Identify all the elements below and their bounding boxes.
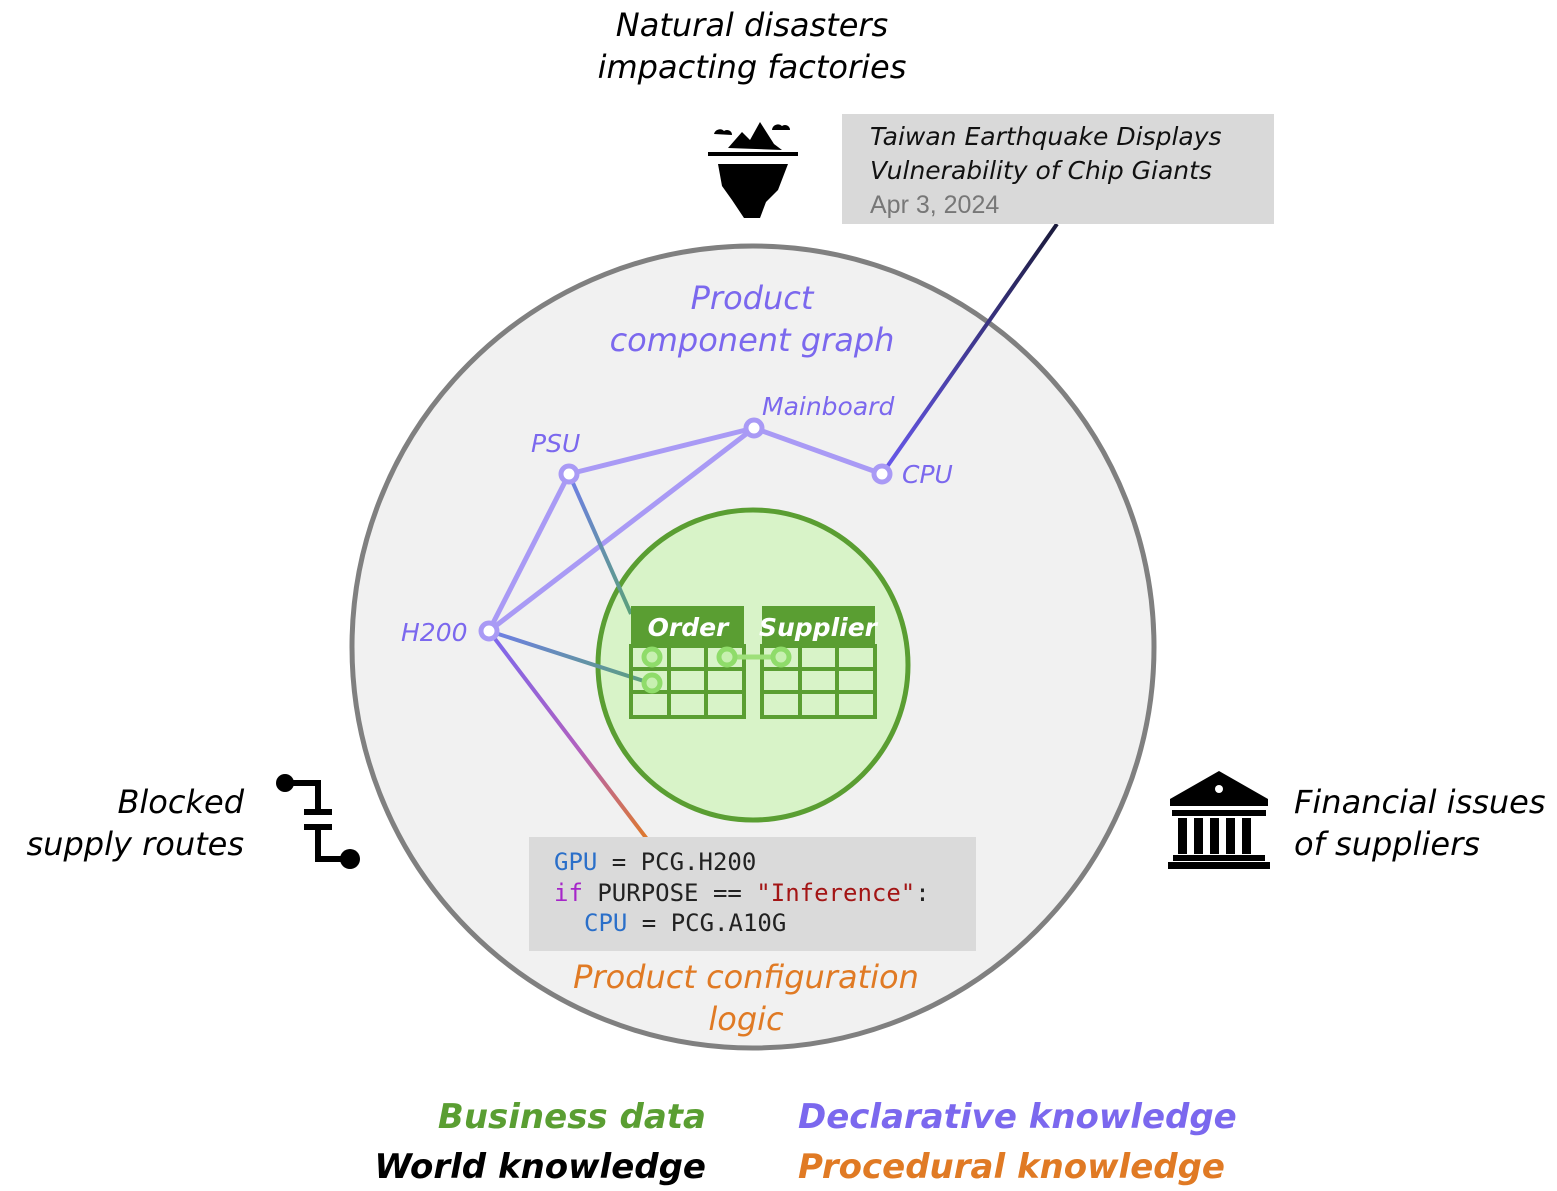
order-table-header <box>631 606 744 646</box>
left-label-line2: supply routes <box>27 825 245 863</box>
node-label-h200: H200 <box>401 618 468 647</box>
route-icon <box>276 774 360 869</box>
left-label-line1: Blocked <box>117 783 244 821</box>
node-mainboard[interactable] <box>743 417 765 439</box>
node-psu[interactable] <box>558 463 580 485</box>
graph-title-line1: Product <box>691 279 815 317</box>
node-label-psu: PSU <box>531 429 580 458</box>
edge-h200-order <box>488 629 651 685</box>
edge-h200-code <box>487 629 652 845</box>
cell-node-order-3 <box>641 672 663 694</box>
procedural-title-line1: Product configuration <box>573 958 919 996</box>
component-graph-nodes <box>478 417 893 642</box>
edge-cpu-news <box>880 222 1059 476</box>
code-line-1: GPU = PCG.H200 <box>554 848 756 876</box>
edge-psu-h200 <box>486 472 572 633</box>
news-headline-line2: Vulnerability of Chip Giants <box>870 156 1212 185</box>
order-table[interactable]: Order <box>629 606 746 719</box>
cell-node-supplier-1 <box>770 646 792 668</box>
business-data-circle <box>595 507 911 823</box>
component-graph-edges <box>486 425 883 633</box>
bank-icon <box>1168 771 1270 869</box>
legend-world: World knowledge <box>374 1147 706 1187</box>
news-box[interactable] <box>842 114 1274 224</box>
legend-business: Business data <box>438 1097 706 1137</box>
cell-node-order-2 <box>716 646 738 668</box>
order-table-grid <box>629 644 746 719</box>
code-snippet: GPU = PCG.H200 if PURPOSE == "Inference"… <box>554 848 930 937</box>
edge-mainboard-cpu <box>753 425 883 477</box>
supplier-table-title: Supplier <box>759 613 879 642</box>
procedural-title-line2: logic <box>708 1000 784 1038</box>
edge-h200-mainboard <box>487 426 756 633</box>
right-label-line1: Financial issues <box>1294 783 1546 821</box>
edge-psu-mainboard <box>568 425 755 477</box>
supplier-table-grid <box>760 644 877 719</box>
legend: Business data Declarative knowledge Worl… <box>374 1097 1236 1187</box>
cell-node-order-1 <box>641 646 663 668</box>
code-line-3: CPU = PCG.A10G <box>584 909 786 937</box>
table-cell-nodes <box>641 646 792 694</box>
edge-psu-order <box>567 473 633 615</box>
iceberg-icon <box>708 122 798 218</box>
news-headline-line1: Taiwan Earthquake Displays <box>870 122 1222 151</box>
news-date: Apr 3, 2024 <box>870 191 999 219</box>
legend-declarative: Declarative knowledge <box>798 1097 1237 1137</box>
code-line-2: if PURPOSE == "Inference": <box>554 879 930 907</box>
supplier-table[interactable]: Supplier <box>759 606 879 719</box>
node-cpu[interactable] <box>871 463 893 485</box>
right-label-line2: of suppliers <box>1294 825 1480 863</box>
node-label-cpu: CPU <box>902 460 953 489</box>
graph-title-line2: component graph <box>610 321 895 359</box>
order-table-title: Order <box>648 613 730 642</box>
top-label-line1: Natural disasters <box>616 6 888 44</box>
code-box <box>529 837 976 951</box>
top-label-line2: impacting factories <box>598 48 907 86</box>
node-label-mainboard: Mainboard <box>762 392 894 421</box>
node-h200[interactable] <box>478 620 500 642</box>
legend-procedural: Procedural knowledge <box>798 1147 1225 1187</box>
supplier-table-header <box>762 606 875 646</box>
